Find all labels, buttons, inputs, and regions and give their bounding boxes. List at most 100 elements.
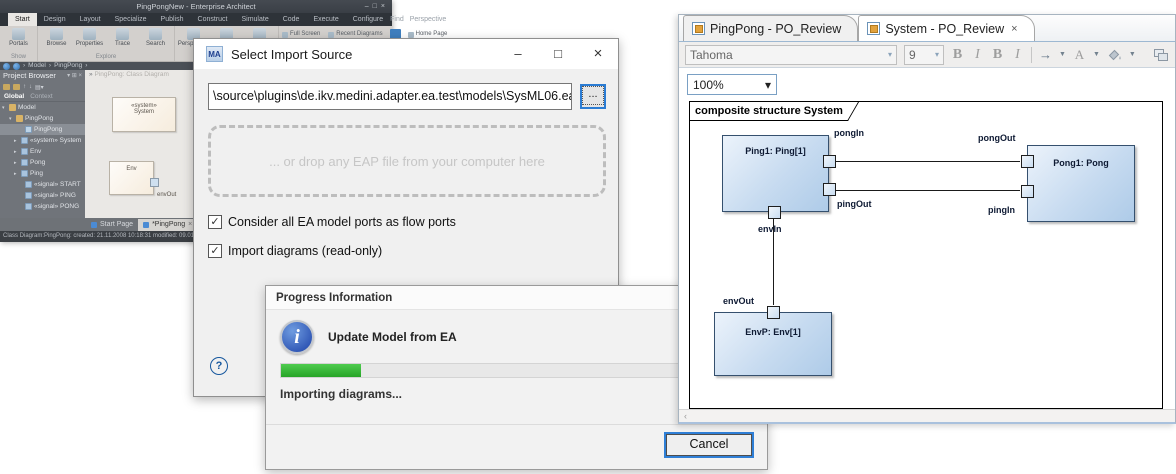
- zoom-select[interactable]: 100%▾: [687, 74, 777, 95]
- ea-blue-tool-icon-item[interactable]: [389, 29, 401, 40]
- tree-item-pingpong-pkg[interactable]: ▾PingPong: [9, 115, 54, 122]
- port-envOut[interactable]: [767, 306, 780, 319]
- ea-ribbon-tab-execute[interactable]: Execute: [313, 16, 339, 23]
- tree-item-env[interactable]: ▸Env: [14, 148, 42, 155]
- close-tab-icon[interactable]: ×: [1011, 22, 1018, 35]
- editor-toolbar: Tahoma▾ 9▾ B I B I → ▼ A ▼ ▼: [679, 42, 1175, 68]
- italic-button[interactable]: I: [975, 46, 980, 62]
- forward-icon[interactable]: [13, 62, 20, 70]
- browse-button[interactable]: ...: [580, 84, 606, 109]
- ea-full-screen-item[interactable]: Full Screen: [282, 29, 321, 40]
- horizontal-scrollbar[interactable]: ‹: [679, 409, 1175, 422]
- port-pongIn[interactable]: [823, 155, 836, 168]
- import-diagrams-checkbox-row[interactable]: ✓ Import diagrams (read-only): [208, 244, 382, 258]
- open-folder-icon[interactable]: [13, 84, 20, 90]
- port-pingOut[interactable]: [823, 183, 836, 196]
- tree-item-ping[interactable]: ▸Ping: [14, 170, 44, 177]
- line-style-button[interactable]: →: [1039, 47, 1052, 62]
- pb-tab-context[interactable]: Context: [30, 93, 53, 100]
- ea-browse-button[interactable]: Browse: [40, 26, 73, 53]
- close-tab-icon[interactable]: ×: [188, 221, 193, 228]
- tree-item-system[interactable]: ▸«system» System: [14, 137, 82, 144]
- ribbon-group-label: Explore: [95, 54, 117, 60]
- preferences-icon: [253, 28, 266, 40]
- ea-ribbon-tab-configure[interactable]: Configure: [352, 16, 384, 23]
- bold-button[interactable]: B: [952, 46, 963, 62]
- editor-tab-system[interactable]: System - PO_Review ×: [858, 15, 1035, 41]
- font-family-select[interactable]: Tahoma▾: [685, 44, 897, 65]
- chevron-down-icon[interactable]: ▼: [1059, 51, 1066, 58]
- tree-item-signal-start[interactable]: «signal» START: [0, 179, 85, 190]
- home-page-icon: [407, 31, 414, 38]
- list-options-icon[interactable]: ▤▾: [35, 84, 44, 91]
- ea-properties-button[interactable]: Properties: [73, 26, 106, 53]
- ea-ribbon-tab-code[interactable]: Code: [282, 16, 300, 23]
- flow-ports-checkbox-row[interactable]: ✓ Consider all EA model ports as flow po…: [208, 215, 456, 229]
- diagram-tab-icon: [143, 222, 150, 228]
- ea-ribbon-tab-layout[interactable]: Layout: [79, 16, 101, 23]
- tree-item-pong[interactable]: ▸Pong: [14, 159, 46, 166]
- eap-dropzone[interactable]: ... or drop any EAP file from your compu…: [208, 125, 606, 197]
- ea-env-port[interactable]: [150, 178, 159, 187]
- font-color-button[interactable]: A: [1074, 46, 1085, 62]
- editor-tab-pingpong[interactable]: PingPong - PO_Review: [683, 15, 859, 41]
- ea-search-button[interactable]: Search: [139, 26, 172, 53]
- ea-ribbon-tab-construct[interactable]: Construct: [197, 16, 228, 23]
- tree-item-model[interactable]: ▾Model: [2, 104, 36, 111]
- fill-color-icon[interactable]: [1107, 48, 1122, 62]
- ea-system-block[interactable]: «system» System: [112, 97, 176, 132]
- breadcrumb-model[interactable]: Model: [28, 62, 46, 69]
- maximize-button[interactable]: □: [554, 46, 562, 61]
- checkbox-checked-icon[interactable]: ✓: [208, 244, 222, 258]
- port-pingIn[interactable]: [1021, 185, 1034, 198]
- chevron-down-icon: ▾: [887, 50, 892, 59]
- ea-tab-start-page[interactable]: Start Page: [86, 219, 138, 231]
- ea-window-controls[interactable]: –□×: [364, 3, 389, 10]
- port-pongOut[interactable]: [1021, 155, 1034, 168]
- pb-tab-global[interactable]: Global: [4, 93, 25, 100]
- browse-icon: [50, 28, 63, 40]
- project-browser-toolbar[interactable]: ↑↓▤▾: [0, 82, 85, 92]
- minimize-button[interactable]: –: [514, 46, 522, 61]
- ea-ribbon-tab-publish[interactable]: Publish: [160, 16, 184, 23]
- ea-recent-diagrams-item[interactable]: Recent Diagrams: [328, 29, 383, 40]
- italic-button-2[interactable]: I: [1015, 46, 1020, 62]
- ea-ribbon-tab-design[interactable]: Design: [43, 16, 66, 23]
- ea-ribbon-tab-start[interactable]: Start: [8, 13, 37, 26]
- ea-trace-button[interactable]: Trace: [106, 26, 139, 53]
- copy-appearance-icon[interactable]: [1153, 48, 1169, 62]
- eap-path-input[interactable]: \source\plugins\de.ikv.medini.adapter.ea…: [208, 83, 572, 110]
- ea-portals-button[interactable]: Portals: [2, 26, 35, 53]
- tree-item-signal-pong[interactable]: «signal» PONG: [0, 201, 85, 212]
- ea-home-page-item[interactable]: Home Page: [407, 29, 447, 40]
- block-ping1[interactable]: Ping1: Ping[1]: [722, 135, 836, 219]
- ea-env-block[interactable]: Env: [109, 161, 159, 195]
- tree-item-signal-ping[interactable]: «signal» PING: [0, 190, 85, 201]
- cancel-button[interactable]: Cancel: [664, 432, 754, 458]
- ea-find-button[interactable]: Find: [390, 16, 404, 23]
- ea-ribbon-tab-specialize[interactable]: Specialize: [114, 16, 147, 23]
- properties-icon: [83, 28, 96, 40]
- ea-tab-pingpong[interactable]: *PingPong×: [138, 219, 198, 231]
- progress-status-text: Importing diagrams...: [280, 387, 403, 401]
- checkbox-checked-icon[interactable]: ✓: [208, 215, 222, 229]
- chevron-down-icon[interactable]: ▼: [1092, 51, 1100, 58]
- font-size-select[interactable]: 9▾: [904, 44, 944, 65]
- tree-item-pingpong-diagram[interactable]: PingPong: [0, 124, 85, 135]
- up-arrow-icon[interactable]: ↑: [23, 84, 26, 90]
- ea-perspective-button[interactable]: Perspective: [409, 16, 447, 23]
- block-pong1[interactable]: Pong1: Pong: [1021, 145, 1135, 222]
- panel-controls-icons[interactable]: ▾ ⊞ ×: [67, 73, 82, 79]
- ea-ribbon-tab-simulate[interactable]: Simulate: [241, 16, 269, 23]
- close-button[interactable]: ×: [593, 45, 603, 62]
- chevron-down-icon[interactable]: ▼: [1128, 51, 1136, 58]
- block-envp[interactable]: EnvP: Env[1]: [714, 306, 832, 376]
- bold-button-2[interactable]: B: [992, 46, 1003, 62]
- down-arrow-icon[interactable]: ↓: [29, 84, 32, 90]
- new-folder-icon[interactable]: [3, 84, 10, 90]
- breadcrumb-pingpong[interactable]: PingPong: [54, 62, 83, 69]
- folder-icon: [9, 104, 16, 111]
- help-button[interactable]: ?: [210, 357, 228, 375]
- back-icon[interactable]: [3, 62, 10, 70]
- port-envIn[interactable]: [768, 206, 781, 219]
